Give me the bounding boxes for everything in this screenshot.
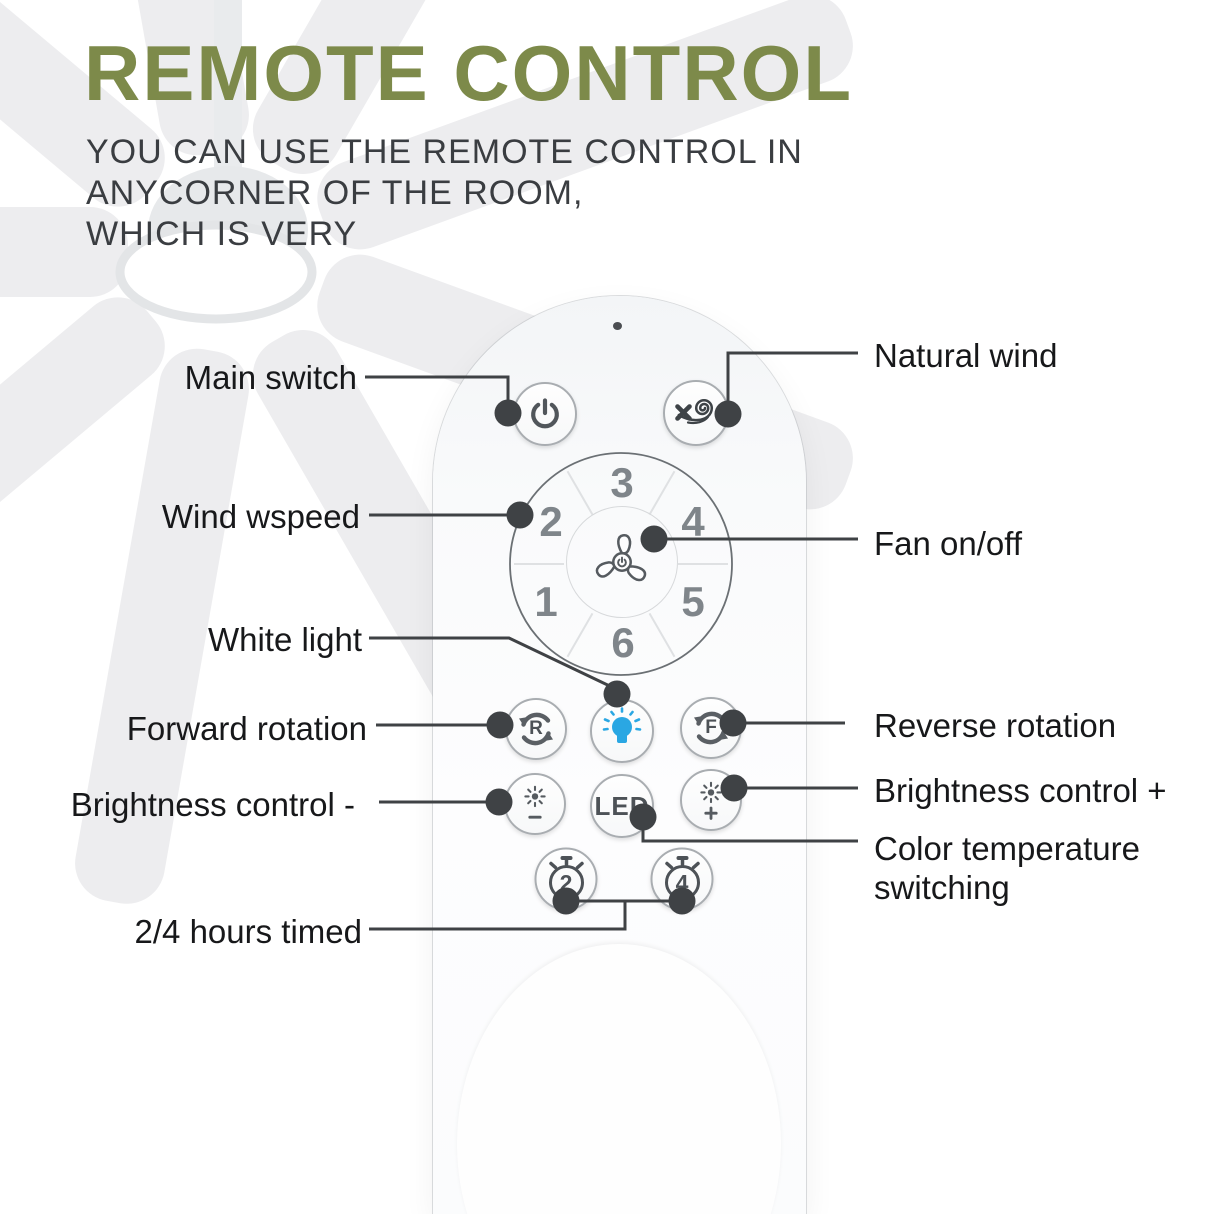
label-fan-on-off: Fan on/off bbox=[874, 525, 1023, 562]
white-light-bulb-icon bbox=[602, 707, 642, 743]
subtitle-line-1: YOU CAN USE THE REMOTE CONTROL IN bbox=[86, 133, 803, 171]
color-temperature-button[interactable]: LED bbox=[590, 774, 654, 838]
speed-key-1[interactable]: 1 bbox=[534, 578, 558, 625]
timer-2h-button[interactable]: 2 bbox=[534, 847, 598, 911]
fan-on-off-button[interactable] bbox=[566, 506, 678, 618]
speed-key-6[interactable]: 6 bbox=[611, 619, 635, 666]
speed-key-4[interactable]: 4 bbox=[681, 498, 705, 545]
power-icon bbox=[531, 398, 559, 429]
timer-4h-number: 4 bbox=[675, 869, 689, 896]
fan-propeller-icon bbox=[593, 534, 649, 584]
page-title: REMOTE CONTROL bbox=[84, 29, 853, 117]
label-wind-speed: Wind wspeed bbox=[161, 498, 360, 535]
label-natural-wind: Natural wind bbox=[874, 337, 1058, 374]
subtitle-line-2: ANYCORNER OF THE ROOM, bbox=[86, 174, 584, 212]
speed-key-5[interactable]: 5 bbox=[681, 578, 705, 625]
reverse-rotation-button[interactable]: F bbox=[680, 697, 742, 759]
subtitle-line-3: WHICH IS VERY bbox=[86, 215, 358, 253]
brightness-minus-button[interactable] bbox=[504, 773, 566, 835]
rotate-r-icon bbox=[519, 712, 553, 746]
label-forward-rotation: Forward rotation bbox=[126, 710, 367, 747]
label-hours-timed: 2/4 hours timed bbox=[134, 913, 362, 950]
natural-wind-icon bbox=[675, 399, 714, 425]
forward-rotation-button[interactable]: R bbox=[505, 698, 567, 760]
white-light-button[interactable] bbox=[590, 699, 654, 763]
wind-speed-dial[interactable] bbox=[507, 451, 735, 679]
led-label: LED bbox=[594, 790, 650, 821]
timer-4h-button[interactable]: 4 bbox=[650, 847, 714, 911]
speed-key-2[interactable]: 2 bbox=[539, 498, 563, 545]
brightness-minus-icon bbox=[524, 785, 546, 819]
label-color-temperature: Color temperature switching bbox=[874, 829, 1140, 907]
label-main-switch: Main switch bbox=[184, 359, 357, 396]
page-subtitle: YOU CAN USE THE REMOTE CONTROL IN ANYCOR… bbox=[86, 132, 803, 255]
ir-indicator-dot bbox=[613, 322, 622, 330]
natural-wind-button[interactable] bbox=[663, 380, 729, 446]
speed-key-3[interactable]: 3 bbox=[610, 459, 634, 506]
brightness-plus-icon bbox=[700, 781, 722, 820]
label-reverse-rotation: Reverse rotation bbox=[874, 707, 1117, 744]
label-color-temperature-line1: Color temperature bbox=[874, 830, 1140, 867]
rotate-f-letter: F bbox=[705, 717, 717, 738]
brightness-plus-button[interactable] bbox=[680, 769, 742, 831]
main-switch-button[interactable] bbox=[513, 382, 577, 446]
label-brightness-minus: Brightness control - bbox=[70, 786, 355, 823]
timer-2h-number: 2 bbox=[559, 869, 573, 896]
remote-bottom-sheen bbox=[457, 944, 781, 1214]
label-white-light: White light bbox=[207, 621, 362, 658]
label-brightness-plus: Brightness control + bbox=[874, 772, 1167, 809]
label-color-temperature-line2: switching bbox=[874, 869, 1010, 906]
rotate-r-letter: R bbox=[529, 718, 543, 739]
